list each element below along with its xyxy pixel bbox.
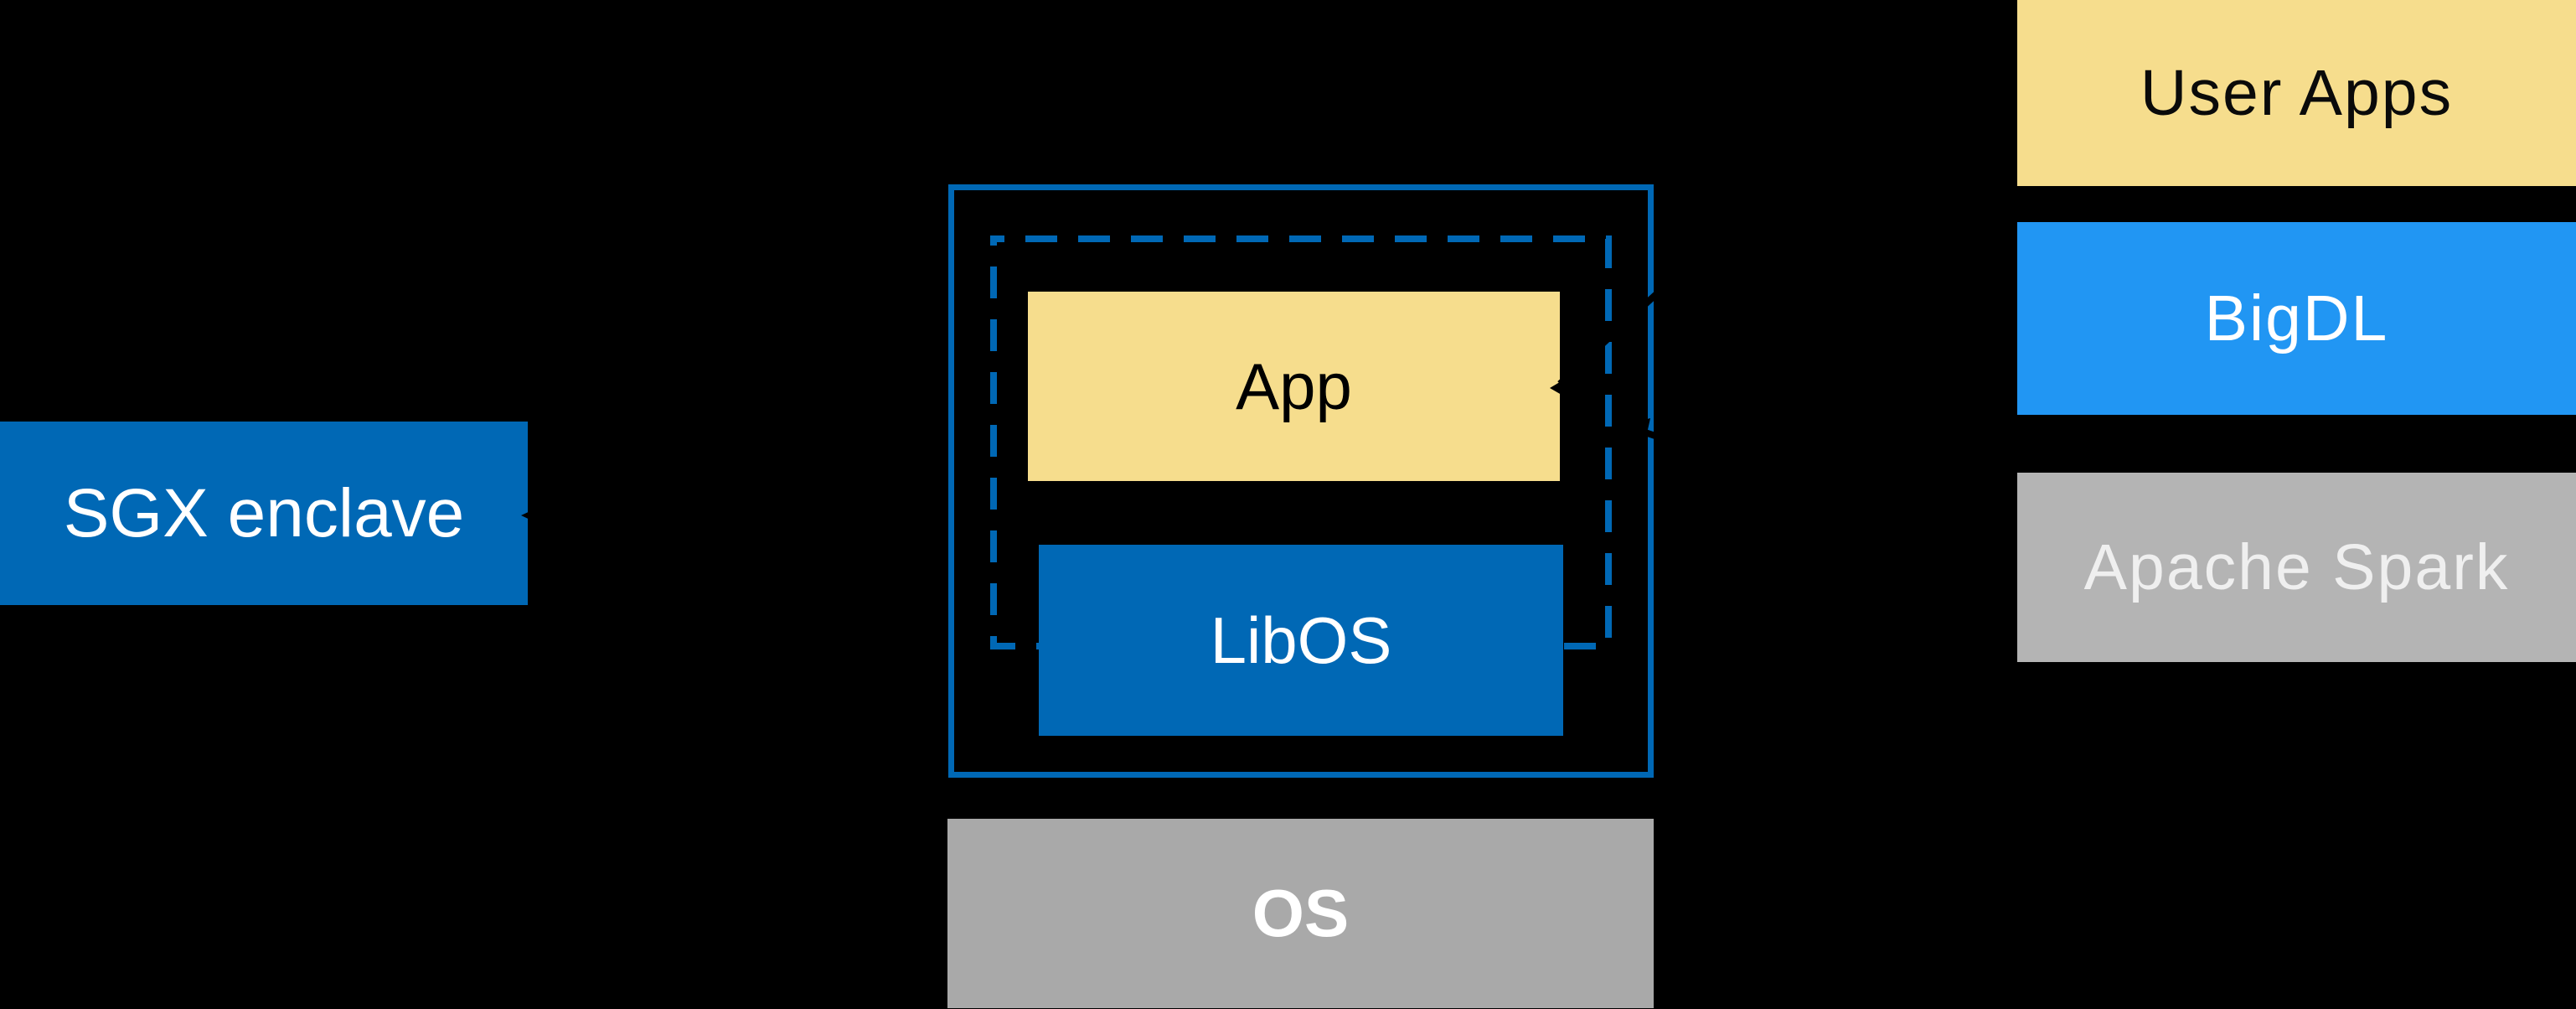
spark-to-enclave-arrow-line	[1634, 426, 2037, 540]
bigdl-box: BigDL	[2017, 222, 2576, 415]
bigdl-label: BigDL	[2204, 282, 2389, 354]
apache-spark-label: Apache Spark	[2083, 530, 2510, 603]
os-label: OS	[1252, 876, 1350, 950]
user-apps-box: User Apps	[2017, 0, 2576, 186]
libos-box: LibOS	[1039, 545, 1563, 736]
libos-label: LibOS	[1210, 603, 1392, 677]
app-box: App	[1028, 292, 1560, 481]
sgx-enclave-label-box: SGX enclave	[0, 422, 528, 605]
os-box: OS	[947, 819, 1654, 1008]
app-label: App	[1236, 349, 1352, 423]
apache-spark-box: Apache Spark	[2017, 473, 2576, 662]
sgx-enclave-label: SGX enclave	[63, 474, 465, 551]
user-apps-label: User Apps	[2140, 56, 2454, 129]
